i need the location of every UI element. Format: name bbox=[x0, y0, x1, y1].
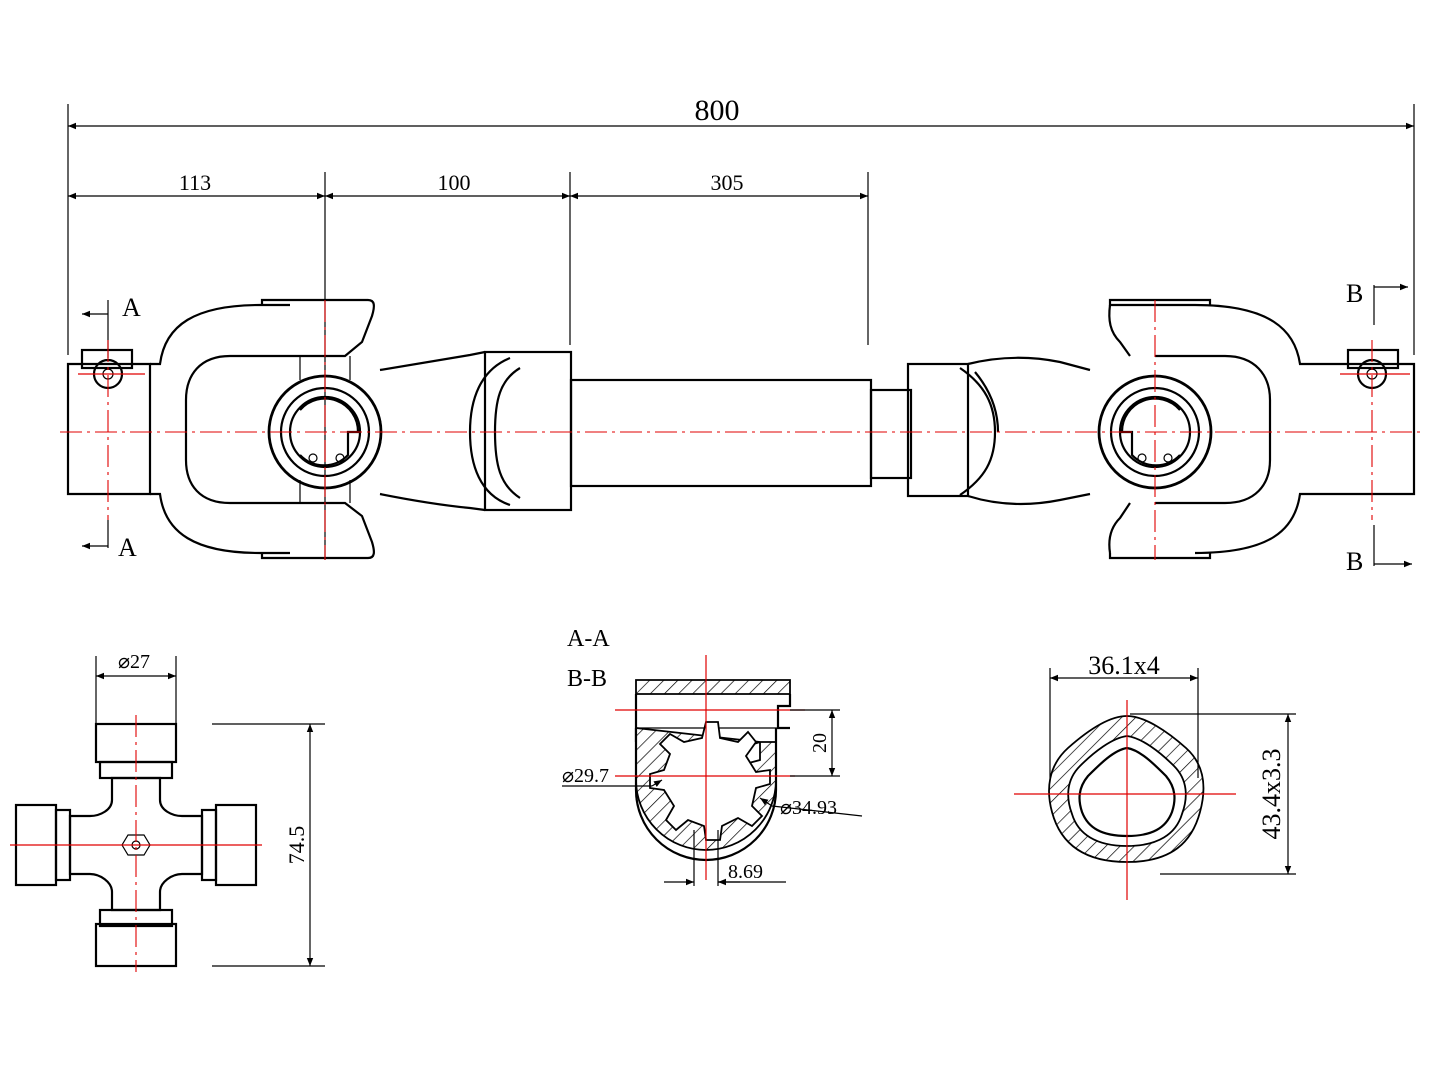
outer-tube bbox=[569, 378, 873, 488]
inner-tube bbox=[869, 388, 913, 480]
drive-shaft-assembly bbox=[60, 298, 1420, 560]
section-markers: A A B B bbox=[82, 279, 1412, 576]
tube-width-label: 36.1x4 bbox=[1088, 651, 1160, 680]
section-aa-label: A-A bbox=[567, 626, 610, 652]
spline-section: A-A B-B 20 ⌀29.7 ⌀34.93 8.69 bbox=[562, 626, 863, 886]
spline-width-label: 8.69 bbox=[728, 861, 763, 883]
tube-height-label: 43.4x3.3 bbox=[1257, 749, 1286, 840]
section-a-top-label: A bbox=[122, 293, 141, 322]
tube-profile-section: 36.1x4 43.4x3.3 bbox=[1014, 651, 1296, 900]
seg2-label: 100 bbox=[438, 170, 471, 195]
seg1-label: 113 bbox=[179, 170, 211, 195]
left-end-yoke bbox=[66, 298, 383, 560]
right-yoke-neck bbox=[906, 356, 1091, 506]
spline-height-label: 20 bbox=[809, 733, 831, 753]
overall-length-label: 800 bbox=[695, 94, 740, 127]
spline-outer-diameter-label: ⌀34.93 bbox=[780, 797, 837, 819]
section-b-bottom-label: B bbox=[1346, 547, 1363, 576]
spline-root-diameter-label: ⌀29.7 bbox=[562, 765, 609, 787]
cross-pin-diameter-label: ⌀27 bbox=[118, 651, 150, 673]
section-a-bottom-label: A bbox=[118, 533, 137, 562]
left-yoke-neck bbox=[379, 350, 573, 512]
section-bb-label: B-B bbox=[567, 666, 607, 692]
top-dimensions: 800 113 100 305 bbox=[67, 94, 1415, 560]
right-end-yoke bbox=[1097, 298, 1416, 560]
section-b-top-label: B bbox=[1346, 279, 1363, 308]
cross-length-label: 74.5 bbox=[284, 826, 309, 865]
seg3-label: 305 bbox=[711, 170, 744, 195]
universal-joint-cross: ⌀27 74.5 bbox=[10, 651, 325, 972]
